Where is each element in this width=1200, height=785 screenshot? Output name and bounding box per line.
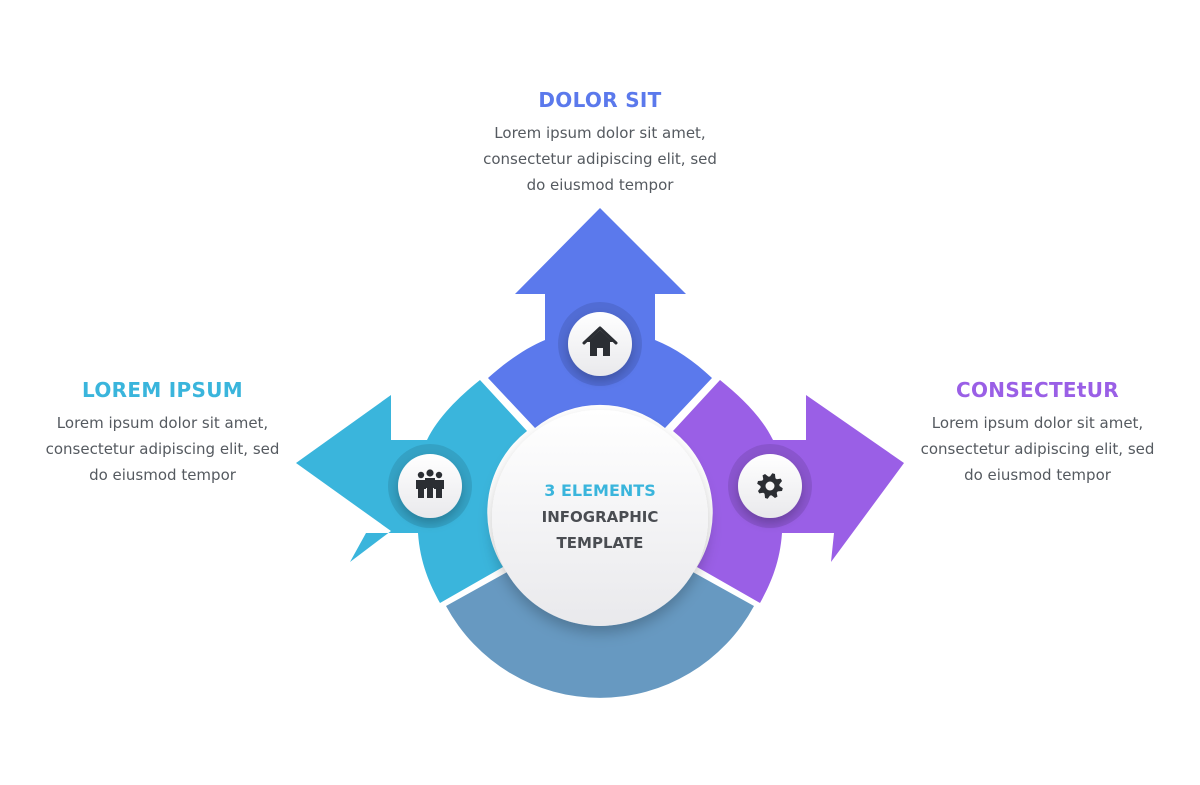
center-line-1: 3 ELEMENTS <box>544 481 656 500</box>
element-left-title: LOREM IPSUM <box>82 378 243 402</box>
gear-icon-hole <box>765 481 775 491</box>
element-top-text: DOLOR SIT Lorem ipsum dolor sit amet, co… <box>470 88 730 198</box>
home-icon <box>582 326 618 356</box>
center-label: 3 ELEMENTS INFOGRAPHIC TEMPLATE <box>500 478 700 556</box>
center-line-3: TEMPLATE <box>556 534 644 552</box>
element-left-line-2: consectetur adipiscing elit, sed <box>45 440 280 458</box>
center-disc <box>492 410 708 626</box>
people-icon <box>416 469 444 498</box>
element-left-line-3: do eiusmod tempor <box>89 466 236 484</box>
center-line-2: INFOGRAPHIC <box>541 508 659 526</box>
element-right-title: CONSECTEtUR <box>956 378 1119 402</box>
element-top-line-3: do eiusmod tempor <box>526 176 674 194</box>
gear-icon <box>757 473 783 499</box>
bottom-arc-segment <box>446 571 754 698</box>
element-top-line-2: consectetur adipiscing elit, sed <box>483 150 717 168</box>
element-top-line-1: Lorem ipsum dolor sit amet, <box>494 124 706 142</box>
element-left-line-1: Lorem ipsum dolor sit amet, <box>56 414 269 432</box>
element-right-line-3: do eiusmod tempor <box>964 466 1111 484</box>
element-left-text: LOREM IPSUM Lorem ipsum dolor sit amet, … <box>40 378 285 488</box>
element-right-line-2: consectetur adipiscing elit, sed <box>920 440 1155 458</box>
element-right-line-1: Lorem ipsum dolor sit amet, <box>931 414 1144 432</box>
element-top-title: DOLOR SIT <box>538 88 662 112</box>
element-right-text: CONSECTEtUR Lorem ipsum dolor sit amet, … <box>915 378 1160 488</box>
